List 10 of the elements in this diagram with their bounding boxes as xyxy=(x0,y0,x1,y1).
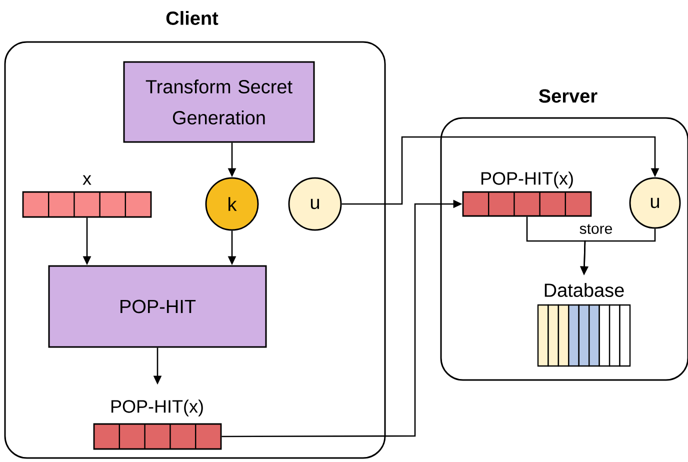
process-box: Transform Secret Generation xyxy=(123,61,315,143)
arrow xyxy=(342,136,660,205)
heading: Server xyxy=(538,89,598,103)
array-label: POP-HIT(x) xyxy=(111,400,203,416)
array-label: POP-HIT(x) xyxy=(481,172,573,188)
process-box: POP-HIT xyxy=(48,265,267,348)
edge-label: store xyxy=(580,224,612,234)
heading: Client xyxy=(166,11,218,25)
array-label: x xyxy=(82,175,92,185)
database-label: Database xyxy=(544,283,624,297)
